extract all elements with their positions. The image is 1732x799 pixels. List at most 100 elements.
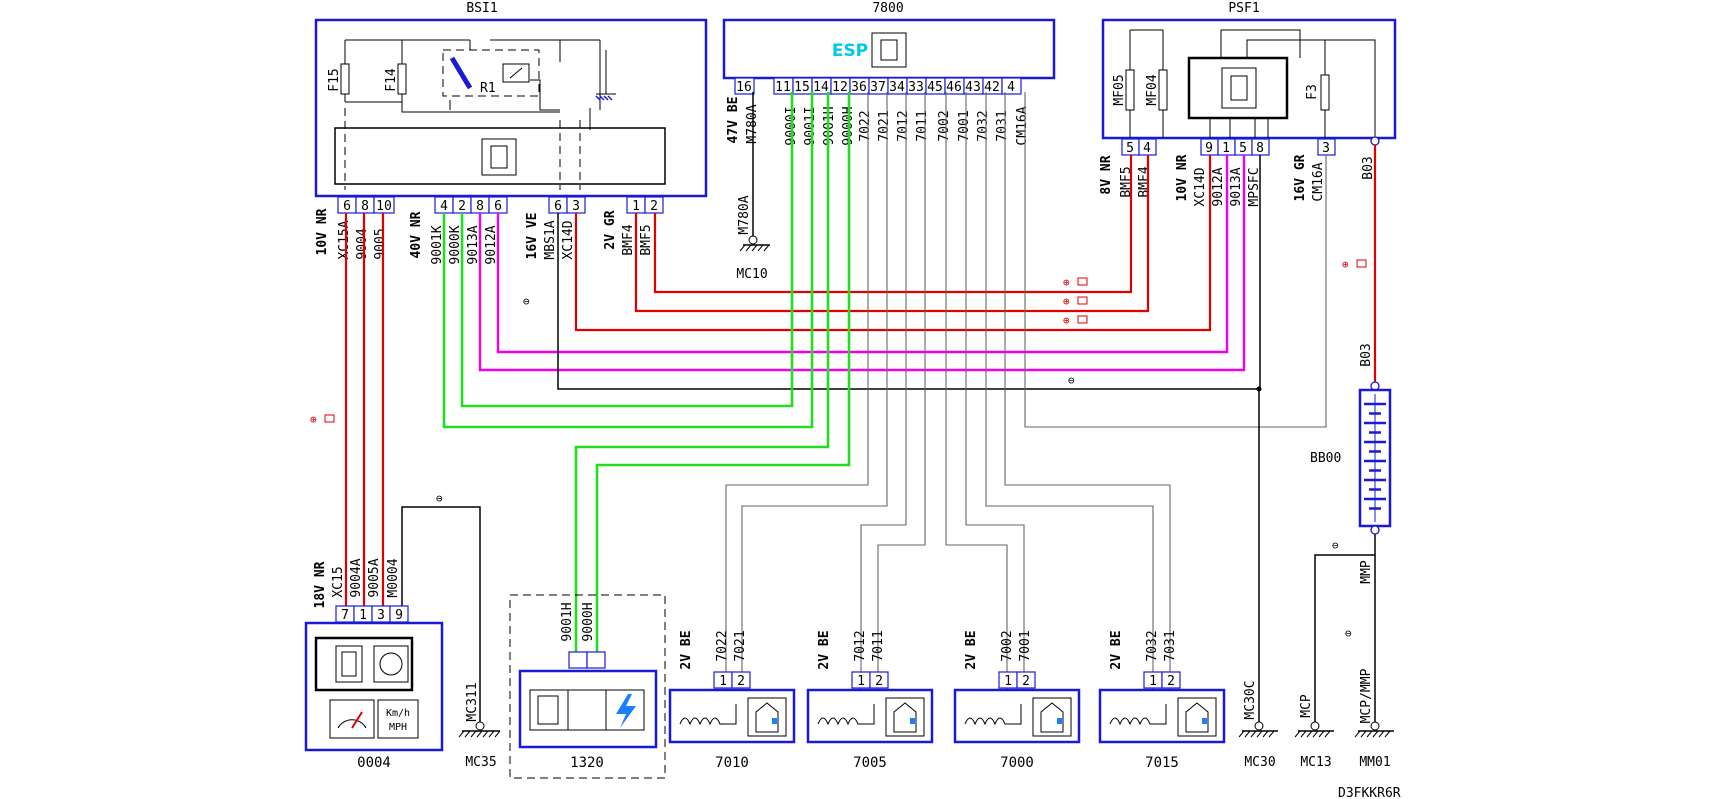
esp-badge: ESP: [832, 41, 868, 61]
esp-wire-label: 7001: [957, 110, 972, 141]
bsi1-box: [314, 18, 708, 198]
svg-text:⊖: ⊖: [1068, 374, 1075, 387]
injector-icon: [567, 689, 607, 731]
svg-text:BB00: BB00: [1310, 451, 1341, 466]
component-bsi1: BSI1 F15 F14 R1: [314, 1, 708, 198]
esp-wire-label: 7032: [976, 110, 991, 141]
esp-pin-label: 37: [870, 80, 886, 95]
sensor-pin: 2: [1022, 674, 1030, 689]
gauge-icon: [373, 645, 409, 683]
svg-text:18V NR: 18V NR: [313, 561, 328, 608]
sensor-wire-label: 7011: [871, 630, 886, 661]
sensor-pin: 1: [857, 674, 865, 689]
svg-text:5: 5: [1239, 141, 1247, 156]
svg-text:⊕: ⊕: [1342, 258, 1349, 271]
fuse-mf05-icon: [1125, 69, 1135, 111]
fuse-f14-label: F14: [384, 68, 399, 92]
svg-text:⊖: ⊖: [1345, 627, 1352, 640]
coil-icon: [1109, 704, 1167, 726]
c7800-ic-icon: [871, 32, 907, 68]
svg-text:MC35: MC35: [465, 755, 496, 770]
ground-mc10: M780A MC10: [736, 195, 770, 282]
svg-text:8V NR: 8V NR: [1099, 155, 1114, 194]
esp-wire-label: 9001I: [803, 106, 818, 145]
sensor-box: [668, 688, 796, 744]
sensor-box: [806, 688, 934, 744]
bsi-connector-b: 4 2 8 6 40V NR 9001K 9000K 9013A 9012A: [409, 196, 508, 265]
sensor-wire-label: 7032: [1145, 630, 1160, 661]
sensor-pin: 2: [737, 674, 745, 689]
tone-wheel-icon: [755, 702, 779, 733]
c1320-box: [518, 669, 658, 749]
svg-text:3: 3: [377, 608, 385, 623]
svg-text:1: 1: [632, 199, 640, 214]
svg-text:10V NR: 10V NR: [315, 208, 330, 255]
sensor-wire-label: 7012: [853, 630, 868, 661]
tone-wheel-icon: [893, 702, 917, 733]
sensor-connector-label: 2V BE: [1109, 630, 1124, 669]
esp-pin-label: 16: [736, 80, 752, 95]
svg-text:8: 8: [1256, 141, 1264, 156]
svg-text:MPH: MPH: [389, 722, 407, 733]
svg-text:MBS1A: MBS1A: [543, 220, 558, 259]
component-bb00: B03 BB00: [1310, 343, 1392, 535]
component-psf1: PSF1 MF05 MF04 F3: [1101, 1, 1397, 146]
svg-text:10V NR: 10V NR: [1175, 154, 1190, 201]
svg-text:MC10: MC10: [736, 267, 767, 282]
svg-text:4: 4: [440, 199, 448, 214]
sensor-pin: 1: [1149, 674, 1157, 689]
wires: [344, 92, 1377, 722]
psf-connector-c: 3 16V GR CM16A: [1293, 138, 1336, 202]
svg-text:2: 2: [650, 199, 658, 214]
esp-16-label: 47V BE: [726, 97, 741, 144]
fuse-f3-icon: [1320, 74, 1330, 111]
sensor-connector-label: 2V BE: [964, 630, 979, 669]
c7800-box: [722, 18, 1056, 80]
svg-text:9: 9: [395, 608, 403, 623]
svg-text:B03: B03: [1359, 343, 1374, 366]
svg-text:3: 3: [1322, 141, 1330, 156]
sensor-wire-label: 7021: [733, 630, 748, 661]
sensor-box: [953, 688, 1081, 744]
svg-text:8: 8: [361, 199, 369, 214]
esp-pin-label: 46: [946, 80, 962, 95]
sensor-title: 7005: [853, 755, 887, 771]
svg-text:MC30: MC30: [1244, 755, 1275, 770]
svg-text:9005: 9005: [373, 228, 388, 259]
esp-pin-label: 34: [889, 80, 905, 95]
svg-text:7: 7: [341, 608, 349, 623]
doc-ref: D3FKKR6R: [1338, 786, 1401, 799]
coil-icon: [817, 704, 875, 726]
fuse-mf04-icon: [1158, 69, 1168, 111]
esp-wire-label: 7021: [877, 110, 892, 141]
bsi1-title: BSI1: [466, 1, 497, 16]
sensor-wire-label: 7022: [715, 630, 730, 661]
svg-text:1: 1: [1222, 141, 1230, 156]
c0004-title: 0004: [357, 755, 391, 771]
esp-pin-label: 36: [851, 80, 867, 95]
relay-coil-icon: [502, 63, 530, 83]
speedometer-icon: [329, 699, 375, 739]
esp-pin: [734, 77, 755, 95]
svg-text:MMP: MMP: [1359, 560, 1374, 584]
svg-text:F3: F3: [1305, 84, 1320, 100]
svg-text:Km/h: Km/h: [386, 708, 410, 719]
svg-text:3: 3: [572, 199, 580, 214]
psf-connector-b: 9 1 5 8 10V NR XC14D 9012A 9013A MPSFC: [1175, 138, 1270, 207]
psf1-box: [1101, 18, 1397, 140]
bsi-connector-c: 6 3 16V VE MBS1A XC14D: [525, 196, 586, 260]
svg-text:M780A: M780A: [737, 195, 752, 234]
esp-pin-label: 45: [927, 80, 943, 95]
sensor-pin: 2: [1167, 674, 1175, 689]
svg-text:MCP/MMP: MCP/MMP: [1359, 668, 1374, 723]
svg-text:40V NR: 40V NR: [409, 211, 424, 258]
bsi1-module: [334, 127, 666, 185]
esp-wire-label: 7012: [896, 110, 911, 141]
relay-r1-outline: [442, 49, 540, 97]
svg-text:MC311: MC311: [465, 682, 480, 721]
svg-text:BMF4: BMF4: [621, 224, 636, 255]
sensor-box: [1098, 688, 1226, 744]
